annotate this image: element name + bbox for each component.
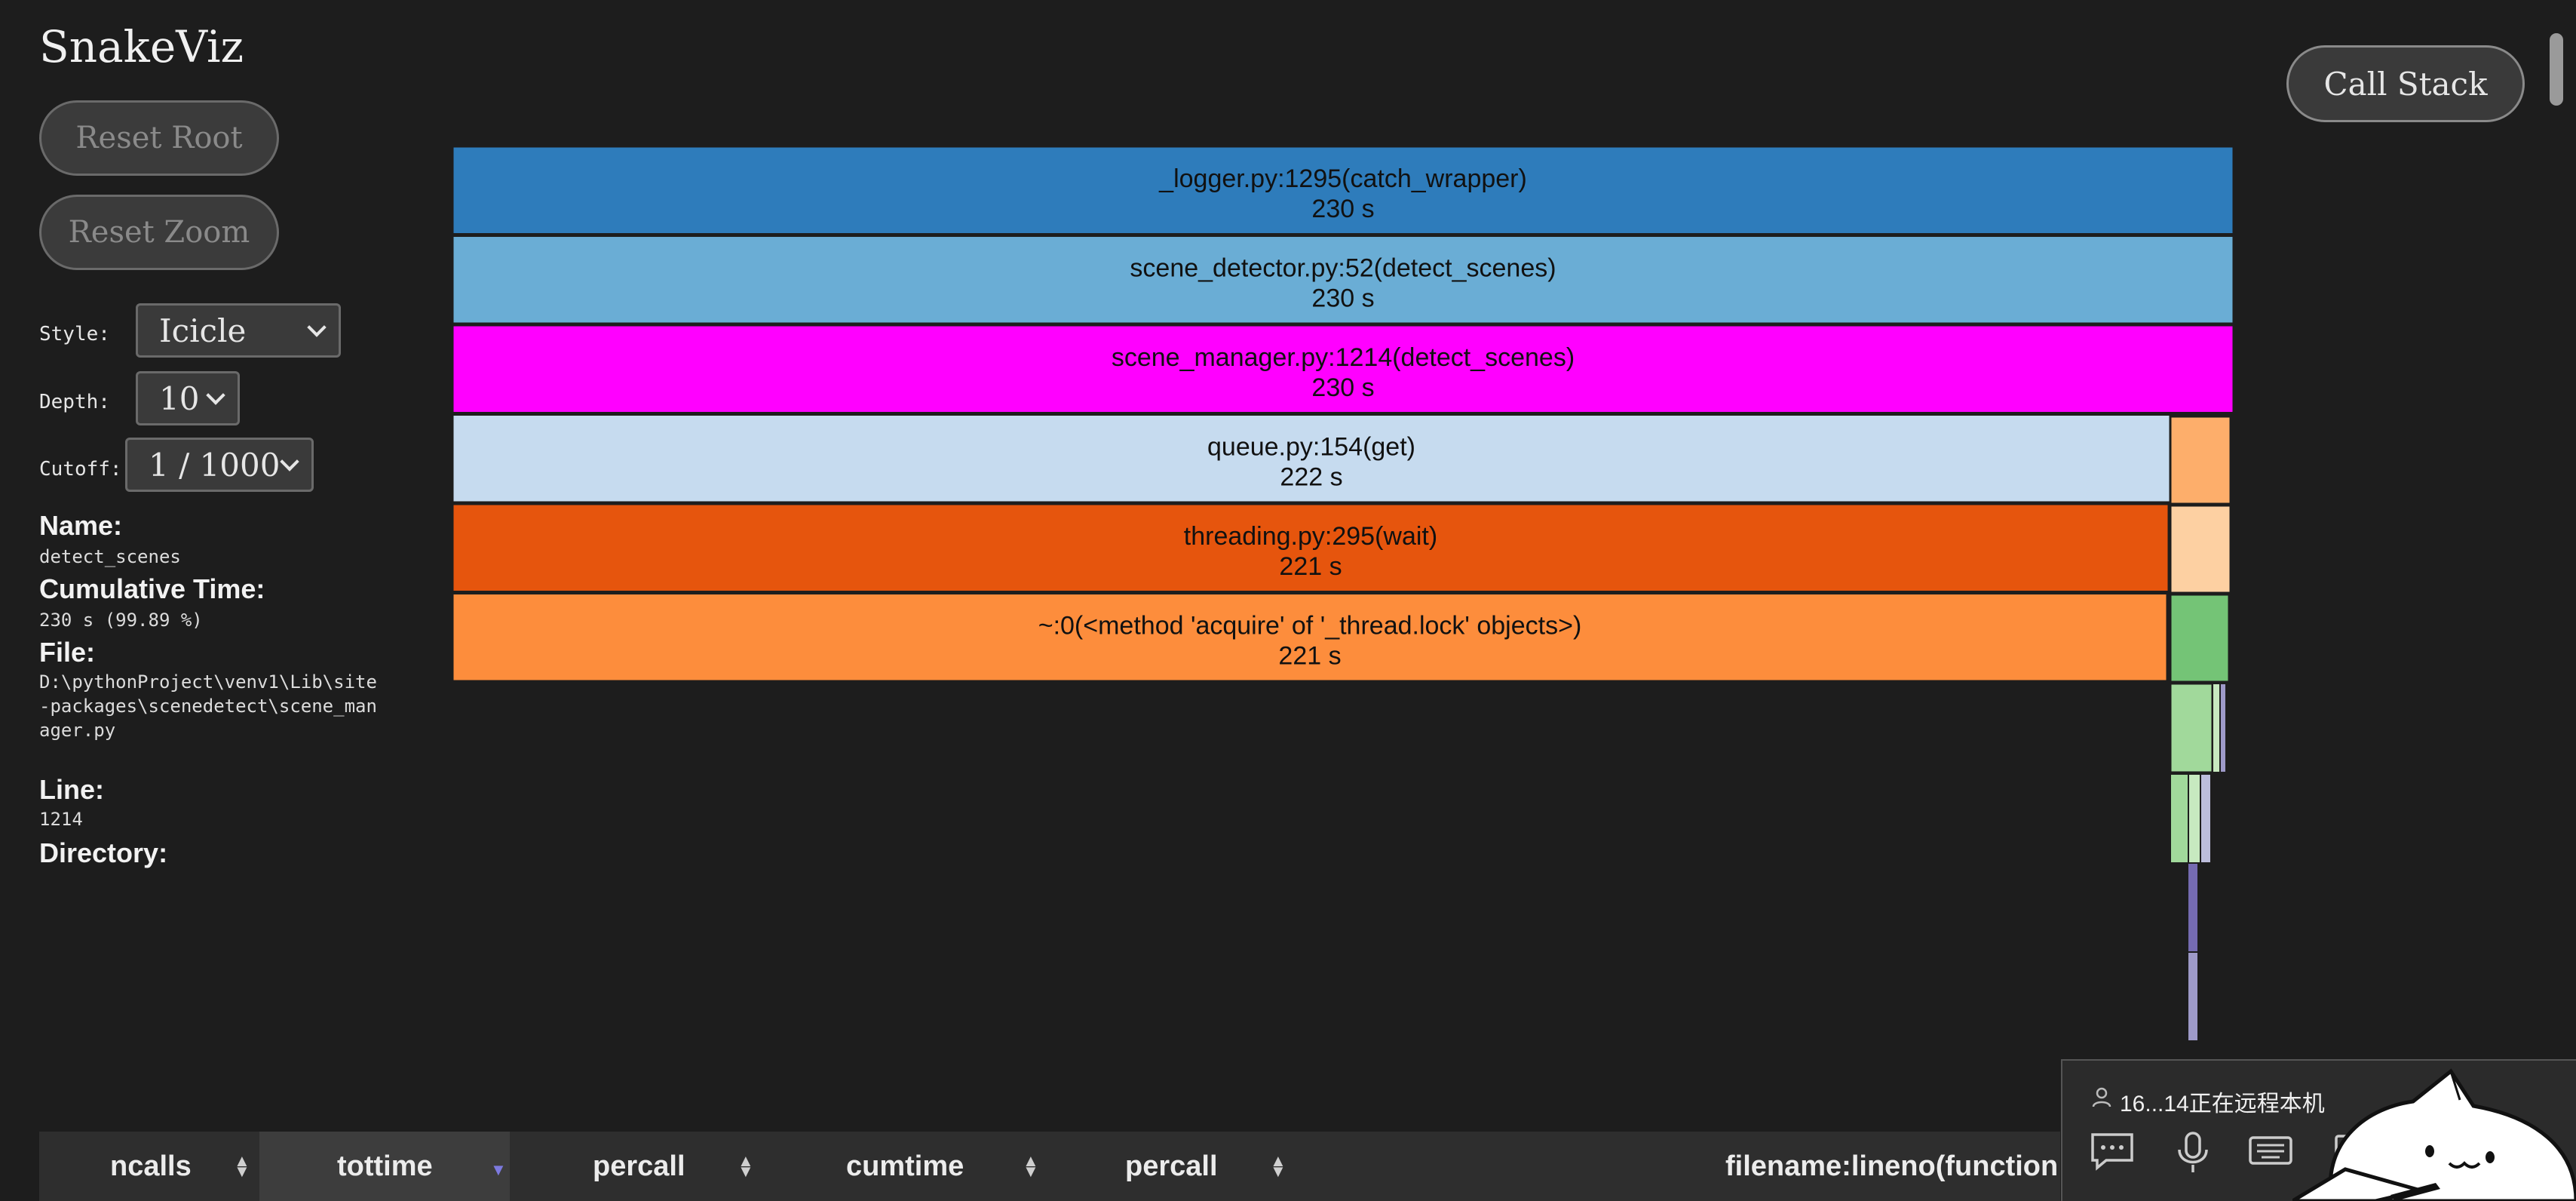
icicle-bar[interactable] [451,502,2170,593]
sort-desc-icon: ▼ [490,1160,507,1179]
info-line-value: 1214 [39,809,83,830]
column-header-ncalls[interactable]: ncalls [110,1132,192,1201]
icicle-bar-small[interactable] [2170,773,2189,864]
style-select-value: Icicle [159,312,247,349]
call-stack-button[interactable]: Call Stack [2286,45,2525,122]
cutoff-label: Cutoff: [39,458,122,481]
icicle-bar[interactable] [451,145,2235,235]
column-label: cumtime [846,1150,964,1182]
app-title: SnakeViz [39,21,244,72]
icicle-bar-small[interactable] [2169,415,2232,505]
info-cumtime-value: 230 s (99.89 %) [39,610,203,631]
person-icon [2092,1087,2111,1107]
icicle-bar[interactable] [451,235,2235,325]
icicle-bar-time: 221 s [1278,642,1341,671]
icicle-bar-time: 221 s [1279,552,1342,581]
depth-select-value: 10 [159,379,200,417]
keyboard-mouse-icon[interactable] [2248,1132,2293,1174]
depth-label: Depth: [39,391,110,413]
right-side-bars [2169,415,2232,1042]
icicle-bar-time: 230 s [1311,195,1374,223]
icicle-bar-time: 230 s [1311,284,1374,313]
info-cumtime-label: Cumulative Time: [39,573,265,604]
column-label: filename:lineno(function [1725,1150,2059,1182]
icicle-bar-label: scene_detector.py:52(detect_scenes) [1130,254,1556,283]
icicle-bar-small[interactable] [2212,683,2221,773]
cutoff-select-value: 1 / 1000 [149,446,281,484]
depth-select[interactable]: 10 [136,371,240,425]
stats-table-header: ncalls ▲▼ tottime ▼ percall ▲▼ cumtime ▲… [39,1132,2060,1201]
info-file-label: File: [39,637,96,668]
column-header-tottime[interactable]: tottime [337,1132,433,1201]
cutoff-select[interactable]: 1 / 1000 [125,438,314,492]
column-label: percall [1125,1150,1218,1182]
icicle-bar-label: scene_manager.py:1214(detect_scenes) [1112,343,1575,372]
info-directory-label: Directory: [39,837,168,868]
style-label: Style: [39,323,110,346]
info-name-label: Name: [39,510,123,541]
icicle-bar-small[interactable] [2187,951,2199,1042]
info-name-value: detect_scenes [39,546,181,567]
icicle-bar[interactable] [451,592,2169,683]
icicle-bar-label: threading.py:295(wait) [1184,522,1437,551]
sort-both-icon: ▲▼ [1023,1151,1039,1181]
info-line-label: Line: [39,774,104,805]
column-header-cumtime[interactable]: cumtime [846,1132,964,1201]
icicle-bar-label: _logger.py:1295(catch_wrapper) [1158,164,1527,193]
mascot-cat-icon [2292,1068,2576,1201]
icicle-bar-label: ~:0(<method 'acquire' of '_thread.lock' … [1038,612,1582,640]
column-label: percall [593,1150,685,1182]
info-file-value: D:\pythonProject\venv1\Lib\site-packages… [39,671,377,741]
sort-both-icon: ▲▼ [738,1151,754,1181]
sort-both-icon: ▲▼ [1270,1151,1286,1181]
icicle-bar[interactable] [451,413,2172,504]
column-header-percall[interactable]: percall [593,1132,685,1201]
icicle-bar-small[interactable] [2187,862,2199,953]
remote-status-text: 16...14正在远程本机 [2120,1092,2325,1117]
icicle-bar[interactable] [451,324,2235,414]
sort-both-icon: ▲▼ [234,1151,250,1181]
chat-icon[interactable] [2090,1132,2135,1171]
icicle-bar-small[interactable] [2169,504,2232,594]
icicle-bar-time: 230 s [1311,373,1374,402]
icicle-bar-small[interactable] [2169,682,2214,774]
scrollbar-track[interactable] [2546,0,2576,1201]
icicle-bar-time: 222 s [1280,463,1342,492]
column-label: ncalls [110,1150,192,1182]
reset-zoom-button[interactable]: Reset Zoom [39,195,279,270]
column-header-percall-2[interactable]: percall [1125,1132,1218,1201]
scrollbar-thumb[interactable] [2550,33,2563,106]
icicle-bar-label: queue.py:154(get) [1207,433,1415,462]
reset-root-button[interactable]: Reset Root [39,100,279,176]
icicle-bar-small[interactable] [2219,683,2227,773]
microphone-icon[interactable] [2176,1132,2210,1174]
icicle-bar-small[interactable] [2188,773,2201,864]
icicle-bar-small[interactable] [2169,593,2231,683]
column-header-filename[interactable]: filename:lineno(function [1725,1132,2058,1201]
icicle-bar-small[interactable] [2200,773,2212,864]
style-select[interactable]: Icicle [136,303,341,358]
sorted-column-highlight [259,1132,510,1201]
column-label: tottime [337,1150,433,1182]
